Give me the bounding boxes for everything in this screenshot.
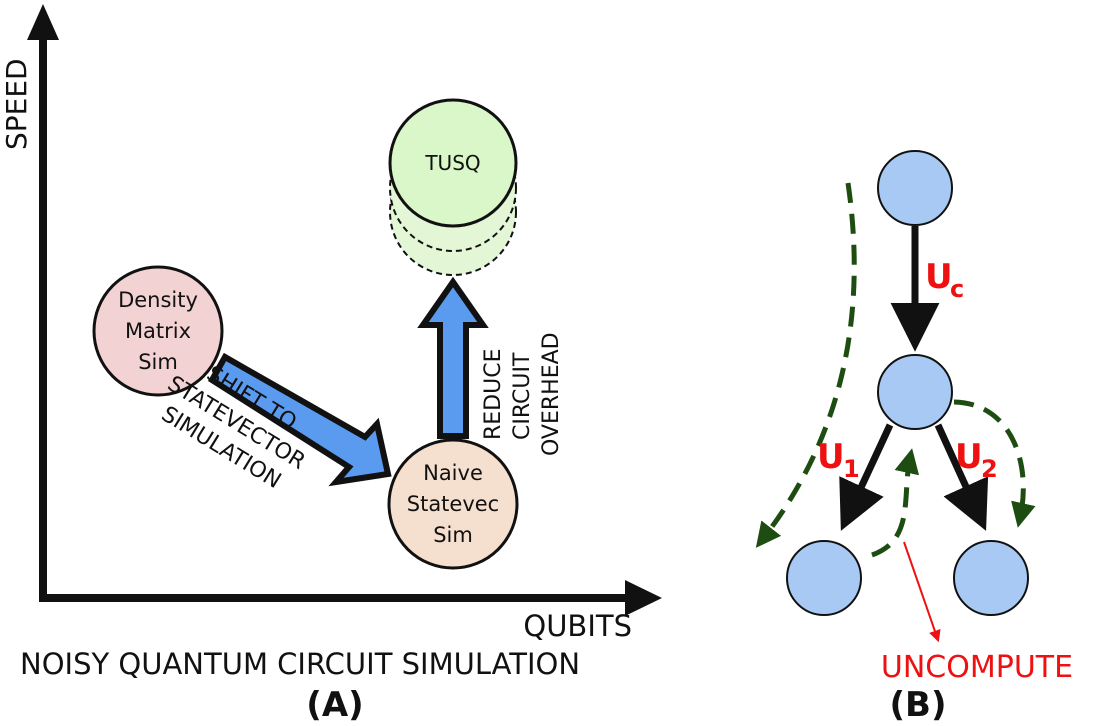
- naive-label-line-2: Statevec: [407, 492, 499, 516]
- density-label-line-2: Matrix: [125, 319, 191, 343]
- uncompute-label: UNCOMPUTE: [881, 650, 1073, 685]
- label-u2-sub: 2: [981, 455, 998, 483]
- panel-a-caption: NOISY QUANTUM CIRCUIT SIMULATION: [20, 647, 580, 681]
- tusq-node: [388, 98, 518, 228]
- label-u1-main: U: [817, 437, 845, 477]
- uncompute-pointer: [903, 541, 941, 643]
- density-label-line-1: Density: [118, 288, 198, 312]
- y-axis-label: SPEED: [0, 58, 33, 150]
- label-u1: U 1: [817, 437, 860, 483]
- panel-b-label: (B): [890, 685, 947, 725]
- x-axis-arrowhead: [625, 580, 662, 616]
- y-axis-arrowhead: [27, 4, 59, 40]
- tree-node-root: [877, 150, 953, 226]
- label-uc: U c: [925, 257, 964, 303]
- label-u1-sub: 1: [843, 455, 860, 483]
- naive-statevec-node: Naive Statevec Sim: [387, 438, 519, 570]
- label-uc-main: U: [925, 257, 953, 297]
- label-uc-sub: c: [950, 275, 964, 303]
- naive-label-line-1: Naive: [423, 461, 483, 485]
- edge-u2: [934, 423, 989, 531]
- tree-node-middle: [877, 354, 953, 430]
- panel-a: SPEED QUBITS NOISY QUANTUM CIRCUIT SIMUL…: [0, 4, 662, 725]
- dashed-path-long: [755, 182, 857, 548]
- naive-label-line-3: Sim: [433, 523, 473, 547]
- dashed-path-uncompute: [871, 448, 920, 558]
- panel-b: U c U 1 U 2 UNCOMPUTE (B): [755, 150, 1073, 725]
- density-matrix-node: Density Matrix Sim: [92, 265, 224, 397]
- label-u2-main: U: [955, 437, 983, 477]
- reduce-label-line-1: REDUCE: [481, 349, 506, 441]
- reduce-label-line-2: CIRCUIT: [510, 352, 535, 440]
- shift-arrow: [207, 352, 392, 487]
- density-label-line-3: Sim: [138, 350, 178, 374]
- tusq-stack: TUSQ: [388, 98, 518, 276]
- label-u2: U 2: [955, 437, 998, 483]
- reduce-arrow: [417, 276, 489, 439]
- reduce-label-line-3: OVERHEAD: [539, 332, 564, 456]
- panel-a-label: (A): [306, 685, 363, 725]
- edge-u1: [839, 423, 894, 531]
- tree-node-right-leaf: [953, 540, 1029, 616]
- reduce-arrow-label: REDUCE CIRCUIT OVERHEAD: [481, 332, 564, 456]
- dashed-path-right: [953, 399, 1036, 528]
- tree-node-left-leaf: [786, 540, 862, 616]
- x-axis-label: QUBITS: [523, 609, 632, 643]
- tusq-label: TUSQ: [424, 151, 480, 175]
